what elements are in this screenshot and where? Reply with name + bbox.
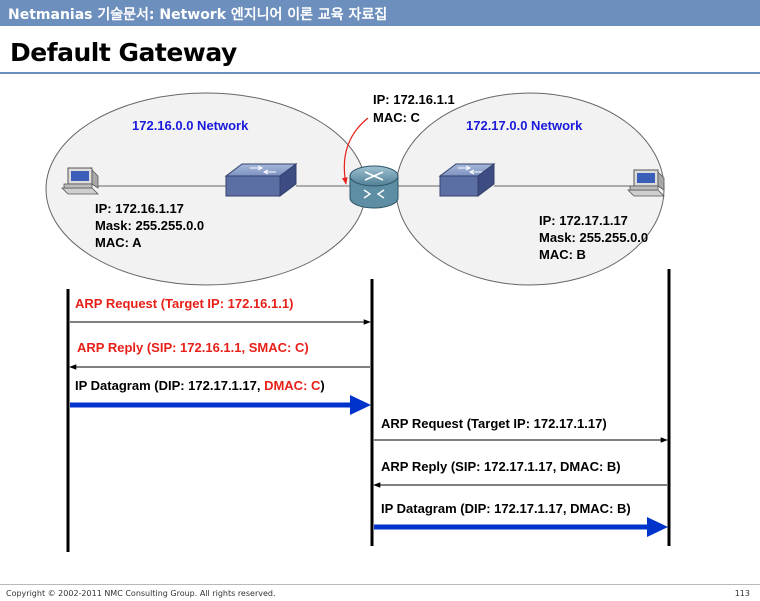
right-switch-icon [438,163,496,197]
router-icon [349,165,399,209]
router-ip: IP: 172.16.1.1 [373,92,455,107]
page-title: Default Gateway [10,38,237,67]
router-callout-arrow [341,117,369,185]
msg-ip-datagram-2: IP Datagram (DIP: 172.17.1.17, DMAC: B) [381,501,631,516]
dmac-highlight: DMAC: C [264,378,321,393]
router-mac: MAC: C [373,110,421,125]
footer-divider [0,584,760,585]
msg-arp-reply-1: ARP Reply (SIP: 172.16.1.1, SMAC: C) [77,340,309,355]
right-pc-icon [627,169,665,197]
right-host-mac: MAC: B [539,247,586,262]
left-network-label: 172.16.0.0 Network [132,118,249,133]
left-pc-icon [61,167,99,195]
left-switch-icon [224,163,298,197]
right-host-ip: IP: 172.17.1.17 [539,213,628,228]
title-divider [0,72,760,74]
right-host-mask: Mask: 255.255.0.0 [539,230,648,245]
right-network-label: 172.17.0.0 Network [466,118,583,133]
left-host-mask: Mask: 255.255.0.0 [95,218,204,233]
left-host-ip: IP: 172.16.1.17 [95,201,184,216]
copyright-text: Copyright © 2002-2011 NMC Consulting Gro… [6,589,276,598]
msg-arp-request-1: ARP Request (Target IP: 172.16.1.1) [75,296,293,311]
page-number: 113 [734,589,750,598]
msg-arp-request-2: ARP Request (Target IP: 172.17.1.17) [381,416,607,431]
top-banner: Netmanias 기술문서: Network 엔지니어 이론 교육 자료집 [0,0,760,26]
msg-arp-reply-2: ARP Reply (SIP: 172.17.1.17, DMAC: B) [381,459,621,474]
arrow-ip-datagram-1-head [350,395,371,415]
arrow-ip-datagram-2-head [647,517,668,537]
msg-ip-datagram-1: IP Datagram (DIP: 172.17.1.17, DMAC: C) [75,378,325,393]
banner-title: Netmanias 기술문서: Network 엔지니어 이론 교육 자료집 [8,7,388,23]
left-host-mac: MAC: A [95,235,142,250]
